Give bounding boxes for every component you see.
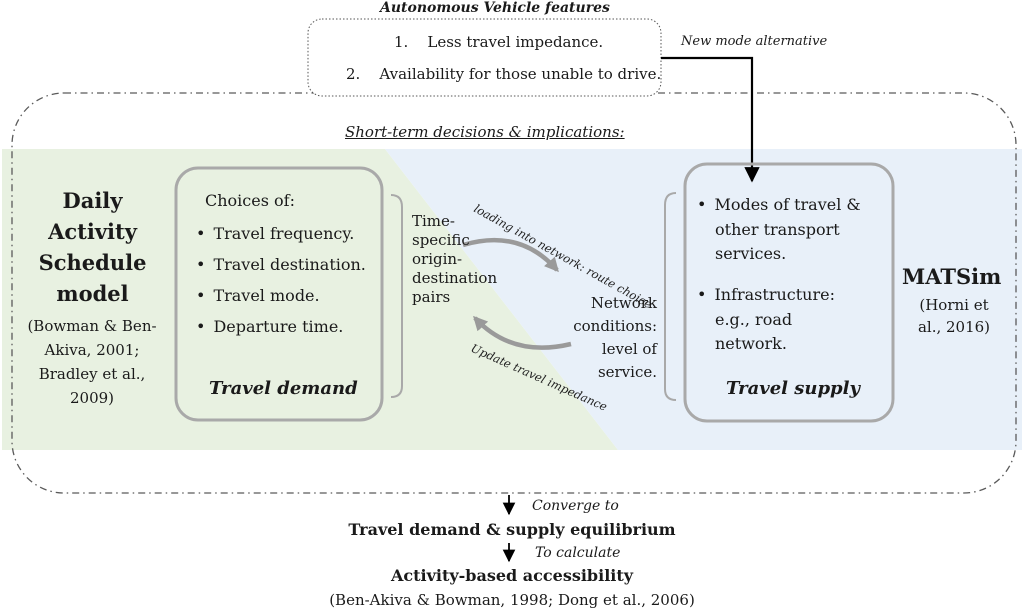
av-features-title: Autonomous Vehicle features	[380, 0, 610, 16]
calculate-label: To calculate	[535, 545, 621, 561]
supply-item-infrastructure: •Infrastructure: e.g., road network.	[697, 285, 835, 353]
converge-label: Converge to	[532, 498, 619, 514]
choices-heading: Choices of:	[205, 191, 295, 210]
travel-demand-list: Travel frequency. Travel destination. Tr…	[196, 218, 366, 342]
loading-arrow	[462, 237, 559, 273]
short-term-label: Short-term decisions & implications:	[345, 123, 625, 141]
accessibility-citation: (Ben-Akiva & Bowman, 1998; Dong et al., …	[329, 591, 695, 609]
od-bracket	[390, 194, 403, 398]
daily-activity-title: Daily Activity Schedule model	[38, 188, 147, 306]
list-item: Travel frequency.	[196, 218, 366, 249]
network-bracket	[664, 192, 677, 401]
list-item: Travel destination.	[196, 249, 365, 280]
travel-supply-box	[683, 162, 895, 423]
daily-activity-citation: (Bowman & Ben- Akiva, 2001; Bradley et a…	[27, 317, 157, 407]
matsim-title: MATSim	[902, 264, 1002, 289]
travel-demand-label: Travel demand	[209, 378, 358, 399]
equilibrium-text: Travel demand & supply equilibrium	[348, 520, 676, 539]
od-pairs-text: Time- specific origin- destination pairs	[412, 212, 498, 306]
list-item: Departure time.	[196, 311, 366, 342]
travel-supply-label: Travel supply	[726, 378, 860, 399]
accessibility-text: Activity-based accessibility	[390, 566, 634, 585]
matsim-citation: (Horni et al., 2016)	[917, 296, 991, 336]
supply-item-modes: •Modes of travel & other transport servi…	[697, 195, 861, 263]
av-feature-item: 1. Less travel impedance.	[394, 33, 604, 51]
new-mode-label: New mode alternative	[681, 34, 828, 49]
network-conditions-text: Network conditions: level of service.	[573, 294, 657, 381]
av-features-box	[307, 18, 662, 97]
update-arrow	[473, 315, 572, 350]
supply-panel-background	[385, 149, 1022, 450]
av-feature-item: 2. Availability for those unable to driv…	[346, 65, 662, 83]
list-item: Travel mode.	[196, 280, 366, 311]
travel-demand-box	[174, 166, 384, 422]
new-mode-arrow	[661, 56, 760, 183]
